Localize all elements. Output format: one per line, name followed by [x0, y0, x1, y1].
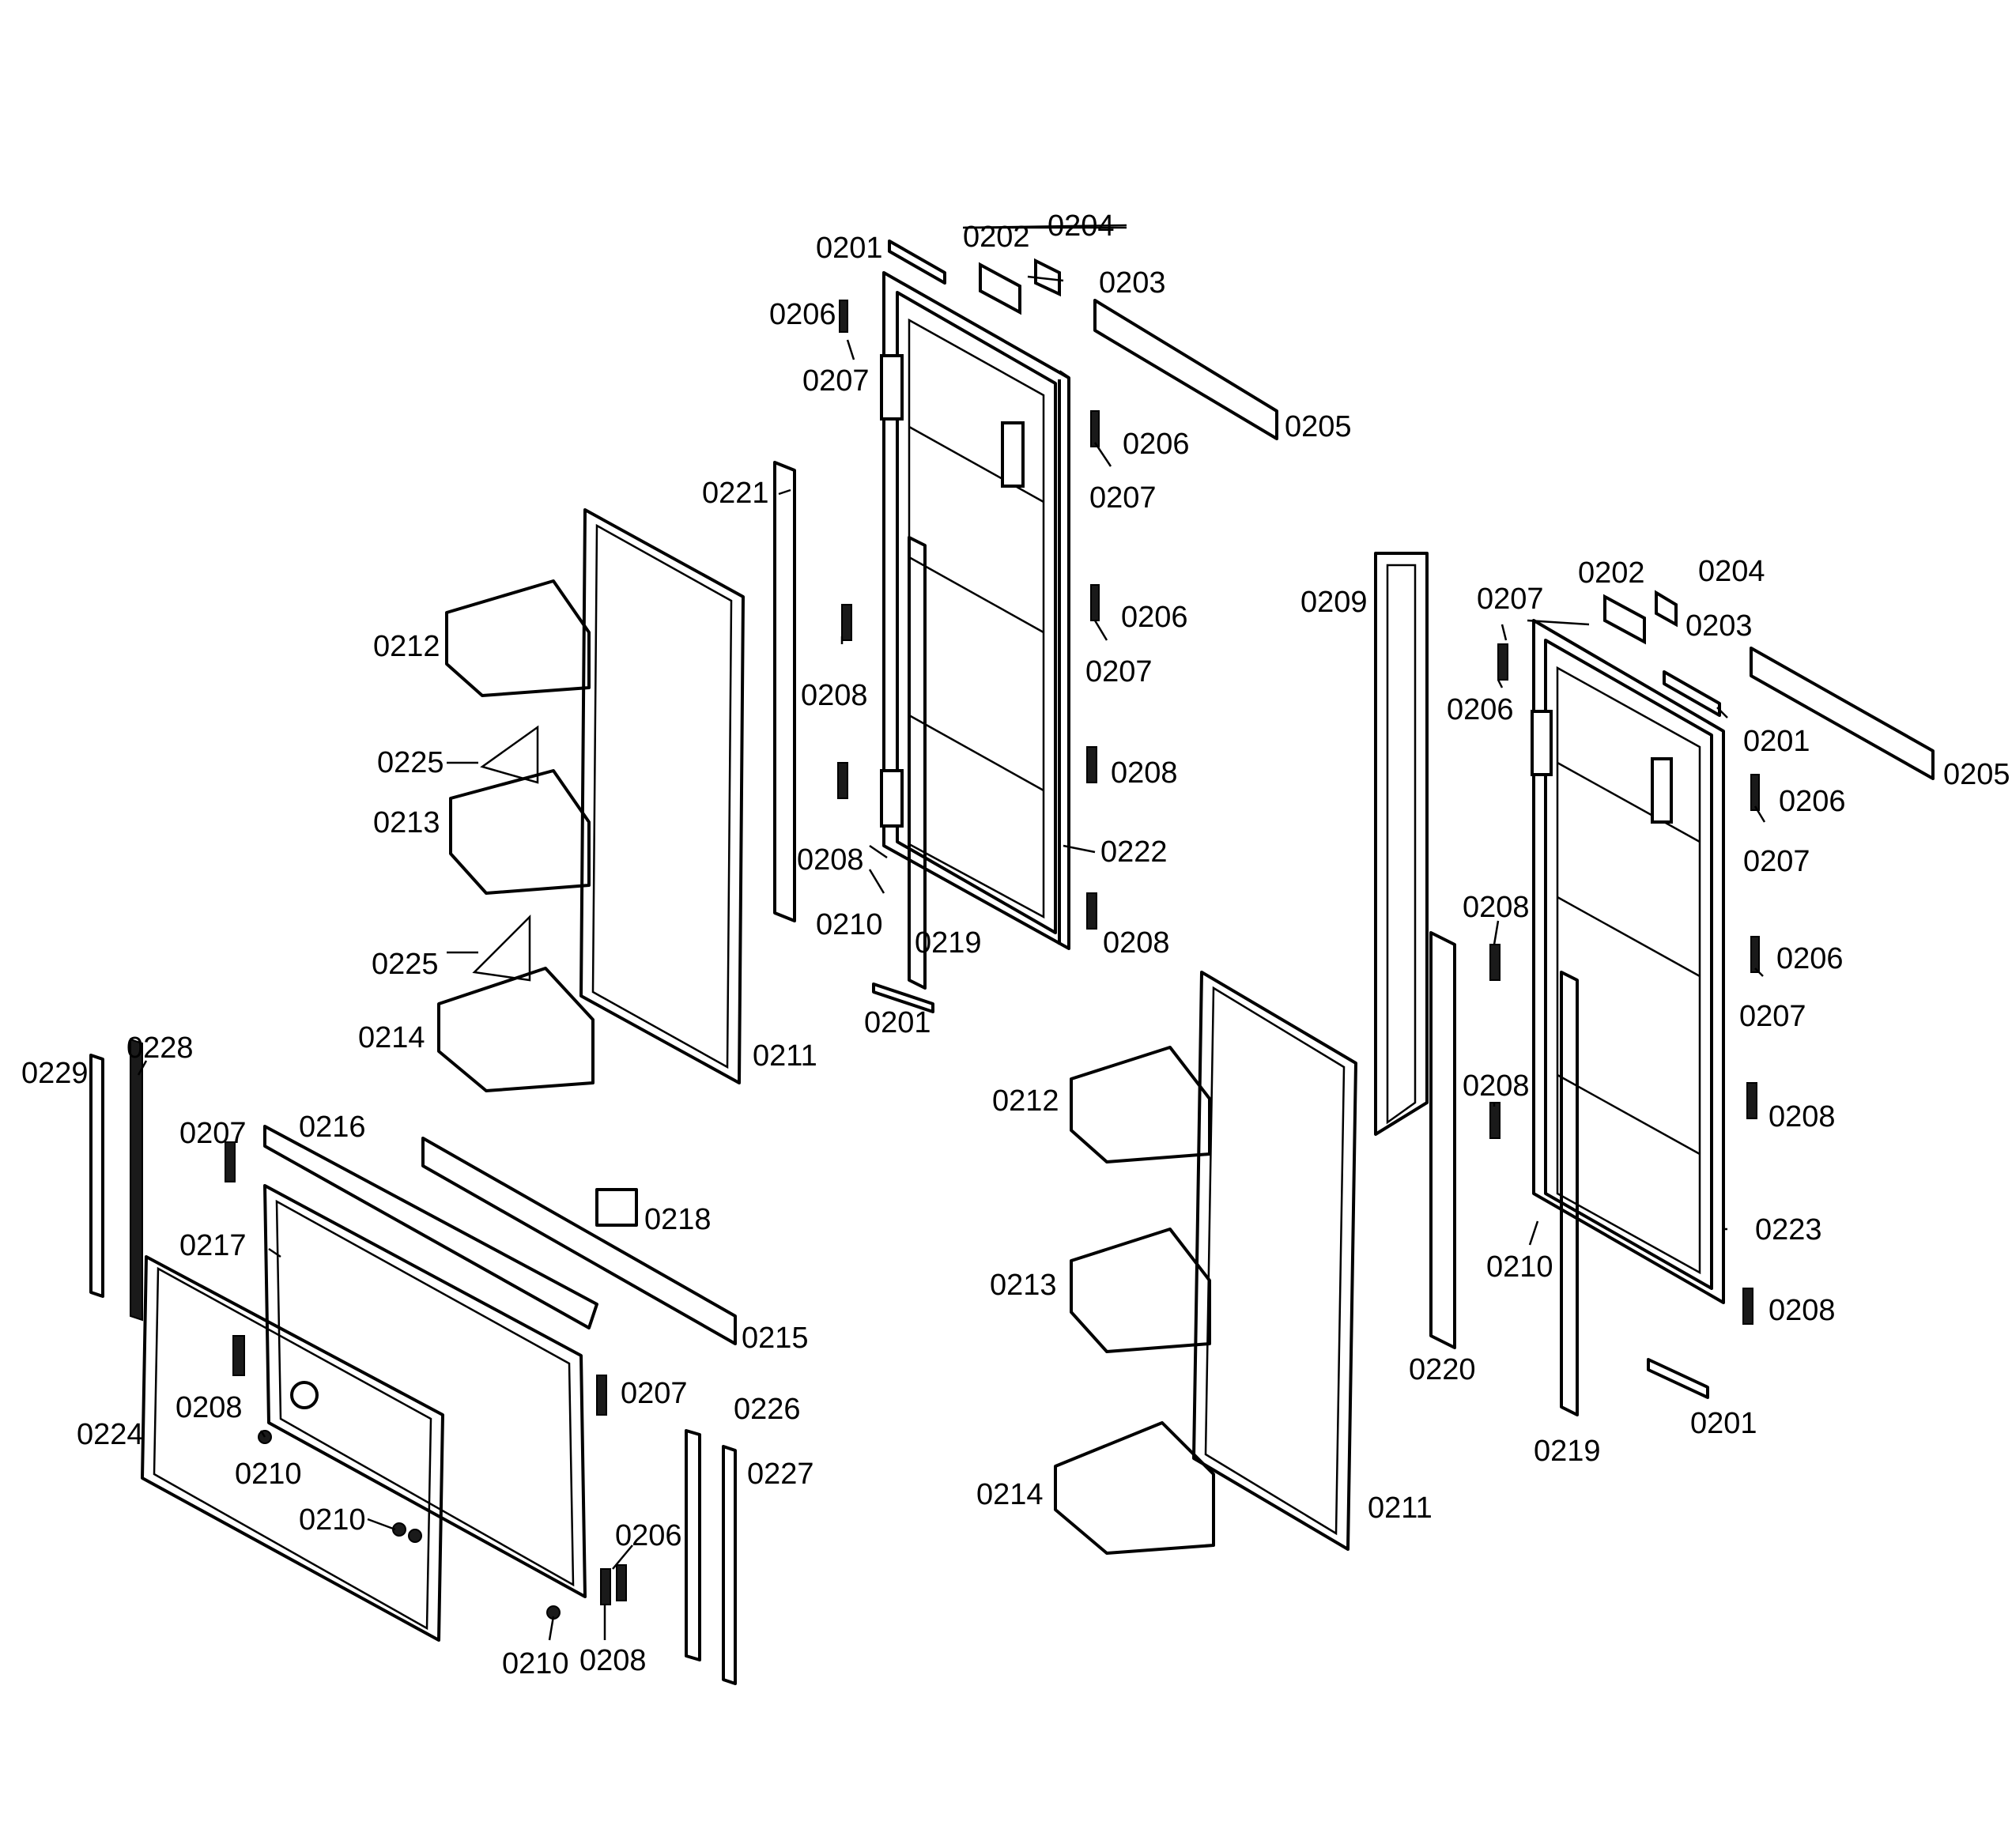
gasket-0211-left	[579, 508, 745, 1084]
door-bins-right	[1054, 1046, 1215, 1555]
callout-0207-b: 0207	[1089, 481, 1157, 515]
callout-0206-d: 0206	[1447, 693, 1514, 726]
callout-0208-f: 0208	[1463, 1069, 1530, 1103]
handle-strip-0219-right	[1560, 971, 1579, 1416]
callout-0206-g: 0206	[615, 1519, 682, 1552]
callout-0201-c: 0201	[864, 1006, 931, 1039]
callout-0229: 0229	[21, 1057, 89, 1090]
callout-0228: 0228	[126, 1031, 194, 1065]
part-callouts: 0201 0202 0204 0203 0206 0207 0205 0206 …	[21, 209, 2010, 1680]
callout-0208-e: 0208	[1463, 891, 1530, 924]
door-hinge-top-left	[888, 239, 1278, 440]
callout-0209: 0209	[1300, 586, 1368, 619]
callout-0210-a: 0210	[816, 908, 883, 941]
callout-0221: 0221	[702, 477, 769, 510]
freezer-rail-0215	[421, 1137, 737, 1345]
callout-0210-b: 0210	[1486, 1250, 1553, 1284]
callout-0227: 0227	[747, 1458, 814, 1491]
callout-0212-a: 0212	[373, 630, 440, 663]
callout-0205-a: 0205	[1285, 410, 1352, 443]
callout-0216: 0216	[299, 1111, 366, 1144]
trim-strip-0220	[1429, 931, 1456, 1349]
callout-0205-b: 0205	[1943, 758, 2010, 791]
callout-0210-e: 0210	[502, 1647, 569, 1680]
callout-0201-a: 0201	[816, 232, 883, 265]
door-hinge-top-right	[1603, 590, 1935, 780]
callout-0207-a: 0207	[802, 364, 870, 398]
callout-0211-b: 0211	[1368, 1492, 1433, 1525]
callout-0208-d: 0208	[1103, 926, 1170, 960]
callout-0210-c: 0210	[235, 1458, 302, 1491]
callout-0208-b: 0208	[1111, 756, 1178, 790]
callout-0220: 0220	[1409, 1353, 1476, 1386]
callout-0217: 0217	[179, 1229, 247, 1262]
callout-0207-c: 0207	[1085, 655, 1153, 688]
callout-0218: 0218	[644, 1203, 712, 1236]
callout-0215: 0215	[742, 1322, 809, 1355]
callout-0226: 0226	[734, 1393, 801, 1426]
freezer-side-strips	[89, 1038, 737, 1685]
callout-0202-a: 0202	[963, 221, 1030, 254]
handle-strip-0219-left	[908, 536, 927, 990]
small-brackets-left	[837, 300, 1100, 1013]
callout-0206-f: 0206	[1776, 942, 1844, 975]
callout-0212-b: 0212	[992, 1084, 1059, 1118]
handle-0209	[1374, 552, 1429, 1136]
callout-0225-b: 0225	[372, 948, 439, 981]
callout-0206-b: 0206	[1123, 428, 1190, 461]
callout-0211-a: 0211	[753, 1039, 817, 1073]
callout-0208-j: 0208	[579, 1644, 647, 1677]
callout-0208-g: 0208	[1769, 1100, 1836, 1133]
callout-0207-d: 0207	[1477, 583, 1544, 616]
freezer-top-trim-0216	[263, 1125, 598, 1329]
callout-0223: 0223	[1755, 1213, 1822, 1246]
callout-0201-d: 0201	[1690, 1407, 1757, 1440]
callout-0225-a: 0225	[377, 746, 444, 779]
callout-0222: 0222	[1100, 835, 1168, 869]
callout-0204-b: 0204	[1698, 555, 1765, 588]
callout-0203-a: 0203	[1099, 266, 1166, 300]
small-brackets-right	[1489, 643, 1760, 1399]
callout-0207-g: 0207	[179, 1117, 247, 1150]
callout-0207-h: 0207	[621, 1377, 688, 1410]
freezer-door-0217	[263, 1184, 587, 1598]
callout-0206-e: 0206	[1779, 785, 1846, 818]
callout-0202-b: 0202	[1578, 556, 1645, 590]
door-bins-left	[437, 579, 595, 1092]
callout-0219-a: 0219	[915, 926, 982, 960]
callout-0203-b: 0203	[1685, 609, 1753, 643]
callout-0213-a: 0213	[373, 806, 440, 839]
callout-0201-b: 0201	[1743, 725, 1810, 758]
callout-0224: 0224	[77, 1418, 144, 1451]
callout-0219-b: 0219	[1534, 1435, 1601, 1468]
fresh-food-door-left-part	[880, 271, 1070, 950]
callout-0210-d: 0210	[299, 1503, 366, 1537]
leader-lines	[137, 224, 1766, 1641]
freezer-gasket-0224	[141, 1255, 444, 1642]
callout-0206-a: 0206	[769, 298, 836, 331]
callout-0207-f: 0207	[1739, 1000, 1806, 1033]
callout-0207-e: 0207	[1743, 845, 1810, 878]
trim-strip-0221	[773, 461, 796, 922]
callout-0206-c: 0206	[1121, 601, 1188, 634]
callout-0208-i: 0208	[176, 1391, 243, 1424]
callout-0208-c: 0208	[797, 843, 864, 877]
fresh-food-door-right-part	[1531, 619, 1725, 1304]
callout-0204-a: 0204	[1048, 209, 1115, 243]
callout-0213-b: 0213	[990, 1269, 1057, 1302]
callout-0208-h: 0208	[1769, 1294, 1836, 1327]
freezer-small-parts	[225, 1141, 627, 1620]
callout-0214-a: 0214	[358, 1021, 425, 1054]
callout-0208-a: 0208	[801, 679, 868, 712]
callout-0214-b: 0214	[976, 1478, 1044, 1511]
gasket-0211-right	[1192, 971, 1357, 1551]
